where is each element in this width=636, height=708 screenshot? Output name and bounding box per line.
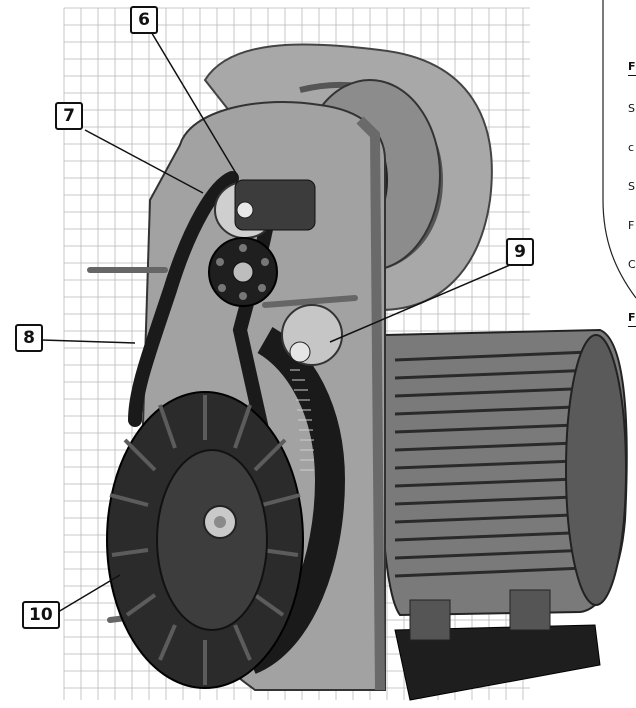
callout-9: 9 xyxy=(506,238,534,266)
callout-8: 8 xyxy=(15,324,43,352)
belt-teeth xyxy=(290,369,314,471)
fan-wheel-shaft xyxy=(214,516,226,528)
side-text-line-7: F xyxy=(628,311,636,324)
tensioner-pulley-bolt xyxy=(289,341,311,363)
side-text-line-1: F xyxy=(628,60,636,73)
motor-foot-right xyxy=(509,589,551,631)
side-text-line-5: F xyxy=(628,219,635,232)
side-text-underline-2 xyxy=(628,324,636,327)
idler-pulley-hub xyxy=(232,261,254,283)
side-text-underline xyxy=(628,73,636,76)
mounting-plate-edge xyxy=(356,116,385,691)
callout-7: 7 xyxy=(55,102,83,130)
side-text-panel: F S c S F C F xyxy=(628,34,636,353)
fan-wheel-face xyxy=(156,449,268,631)
motor-foot-left xyxy=(409,599,451,641)
blower-pulley-bolt xyxy=(236,201,254,219)
callout-10: 10 xyxy=(22,601,60,629)
side-text-line-6: C xyxy=(628,258,636,271)
callout-6: 6 xyxy=(130,6,158,34)
idler-pulley-holes xyxy=(216,244,269,300)
blower-pulley-hub xyxy=(234,179,316,231)
side-text-line-4: S xyxy=(628,180,635,193)
side-text-line-3: c xyxy=(628,141,635,154)
motor-end-cap xyxy=(565,334,627,606)
side-text-line-2: S xyxy=(628,102,635,115)
fan-wheel-fins xyxy=(109,395,301,685)
